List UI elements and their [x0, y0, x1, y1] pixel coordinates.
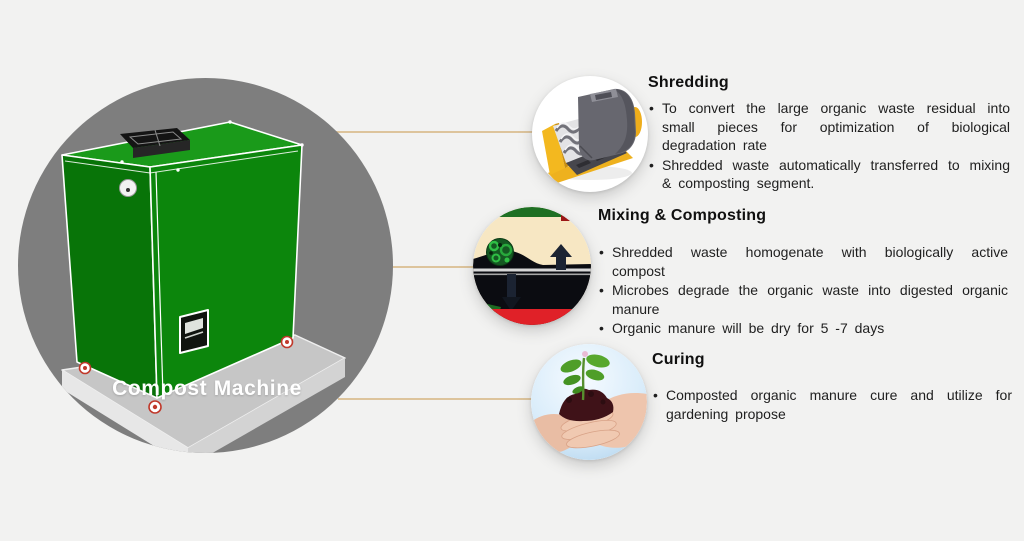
shredding-bullet: Shredded waste automatically transferred… [648, 156, 1010, 193]
machine-label: Compost Machine [112, 377, 302, 400]
mixing-bullet: Microbes degrade the organic waste into … [598, 281, 1008, 318]
shredding-bullet: To convert the large organic waste resid… [648, 99, 1010, 155]
curing-bullet-list: Composted organic manure cure and utiliz… [652, 386, 1012, 423]
bullet-text: Shredded waste automatically transferred… [662, 156, 1010, 192]
mixing-bullet-list: Shredded waste homogenate with biologica… [598, 243, 1008, 338]
connector-line-curing [338, 398, 590, 400]
compost-machine-circle: Compost Machine [18, 78, 393, 453]
mixing-bullet: Shredded waste homogenate with biologica… [598, 243, 1008, 280]
bullet-text: To convert the large organic waste resid… [662, 100, 1010, 153]
connector-line-shredding [336, 131, 592, 133]
shredding-title: Shredding [648, 74, 729, 91]
bullet-text: Composted organic manure cure and utiliz… [666, 387, 1012, 422]
bullet-text: Organic manure will be dry for 5 -7 days [612, 320, 885, 336]
curing-title: Curing [652, 351, 705, 368]
curing-stage-circle [531, 344, 647, 460]
mixing-title: Mixing & Composting [598, 207, 767, 224]
shredding-bullet-list: To convert the large organic waste resid… [648, 99, 1010, 193]
hands-holding-seedling-icon [531, 344, 647, 460]
curing-bullet: Composted organic manure cure and utiliz… [652, 386, 1012, 423]
bullet-text: Microbes degrade the organic waste into … [612, 282, 1008, 317]
mixing-stage-circle [473, 207, 591, 325]
mixing-bullet: Organic manure will be dry for 5 -7 days [598, 319, 1008, 338]
shredder-machine-icon [542, 88, 642, 183]
connector-line-mixing [391, 266, 534, 268]
compost-machine-3d-icon [61, 120, 346, 453]
soil-mixing-arrows-icon [473, 207, 591, 325]
bullet-text: Shredded waste homogenate with biologica… [612, 244, 1008, 279]
curing-section: Curing Composted organic manure cure and… [652, 350, 1012, 424]
mixing-section: Mixing & Composting Shredded waste homog… [598, 206, 1008, 339]
shredding-section: Shredding To convert the large organic w… [648, 73, 1010, 194]
shredding-stage-circle [532, 76, 648, 192]
